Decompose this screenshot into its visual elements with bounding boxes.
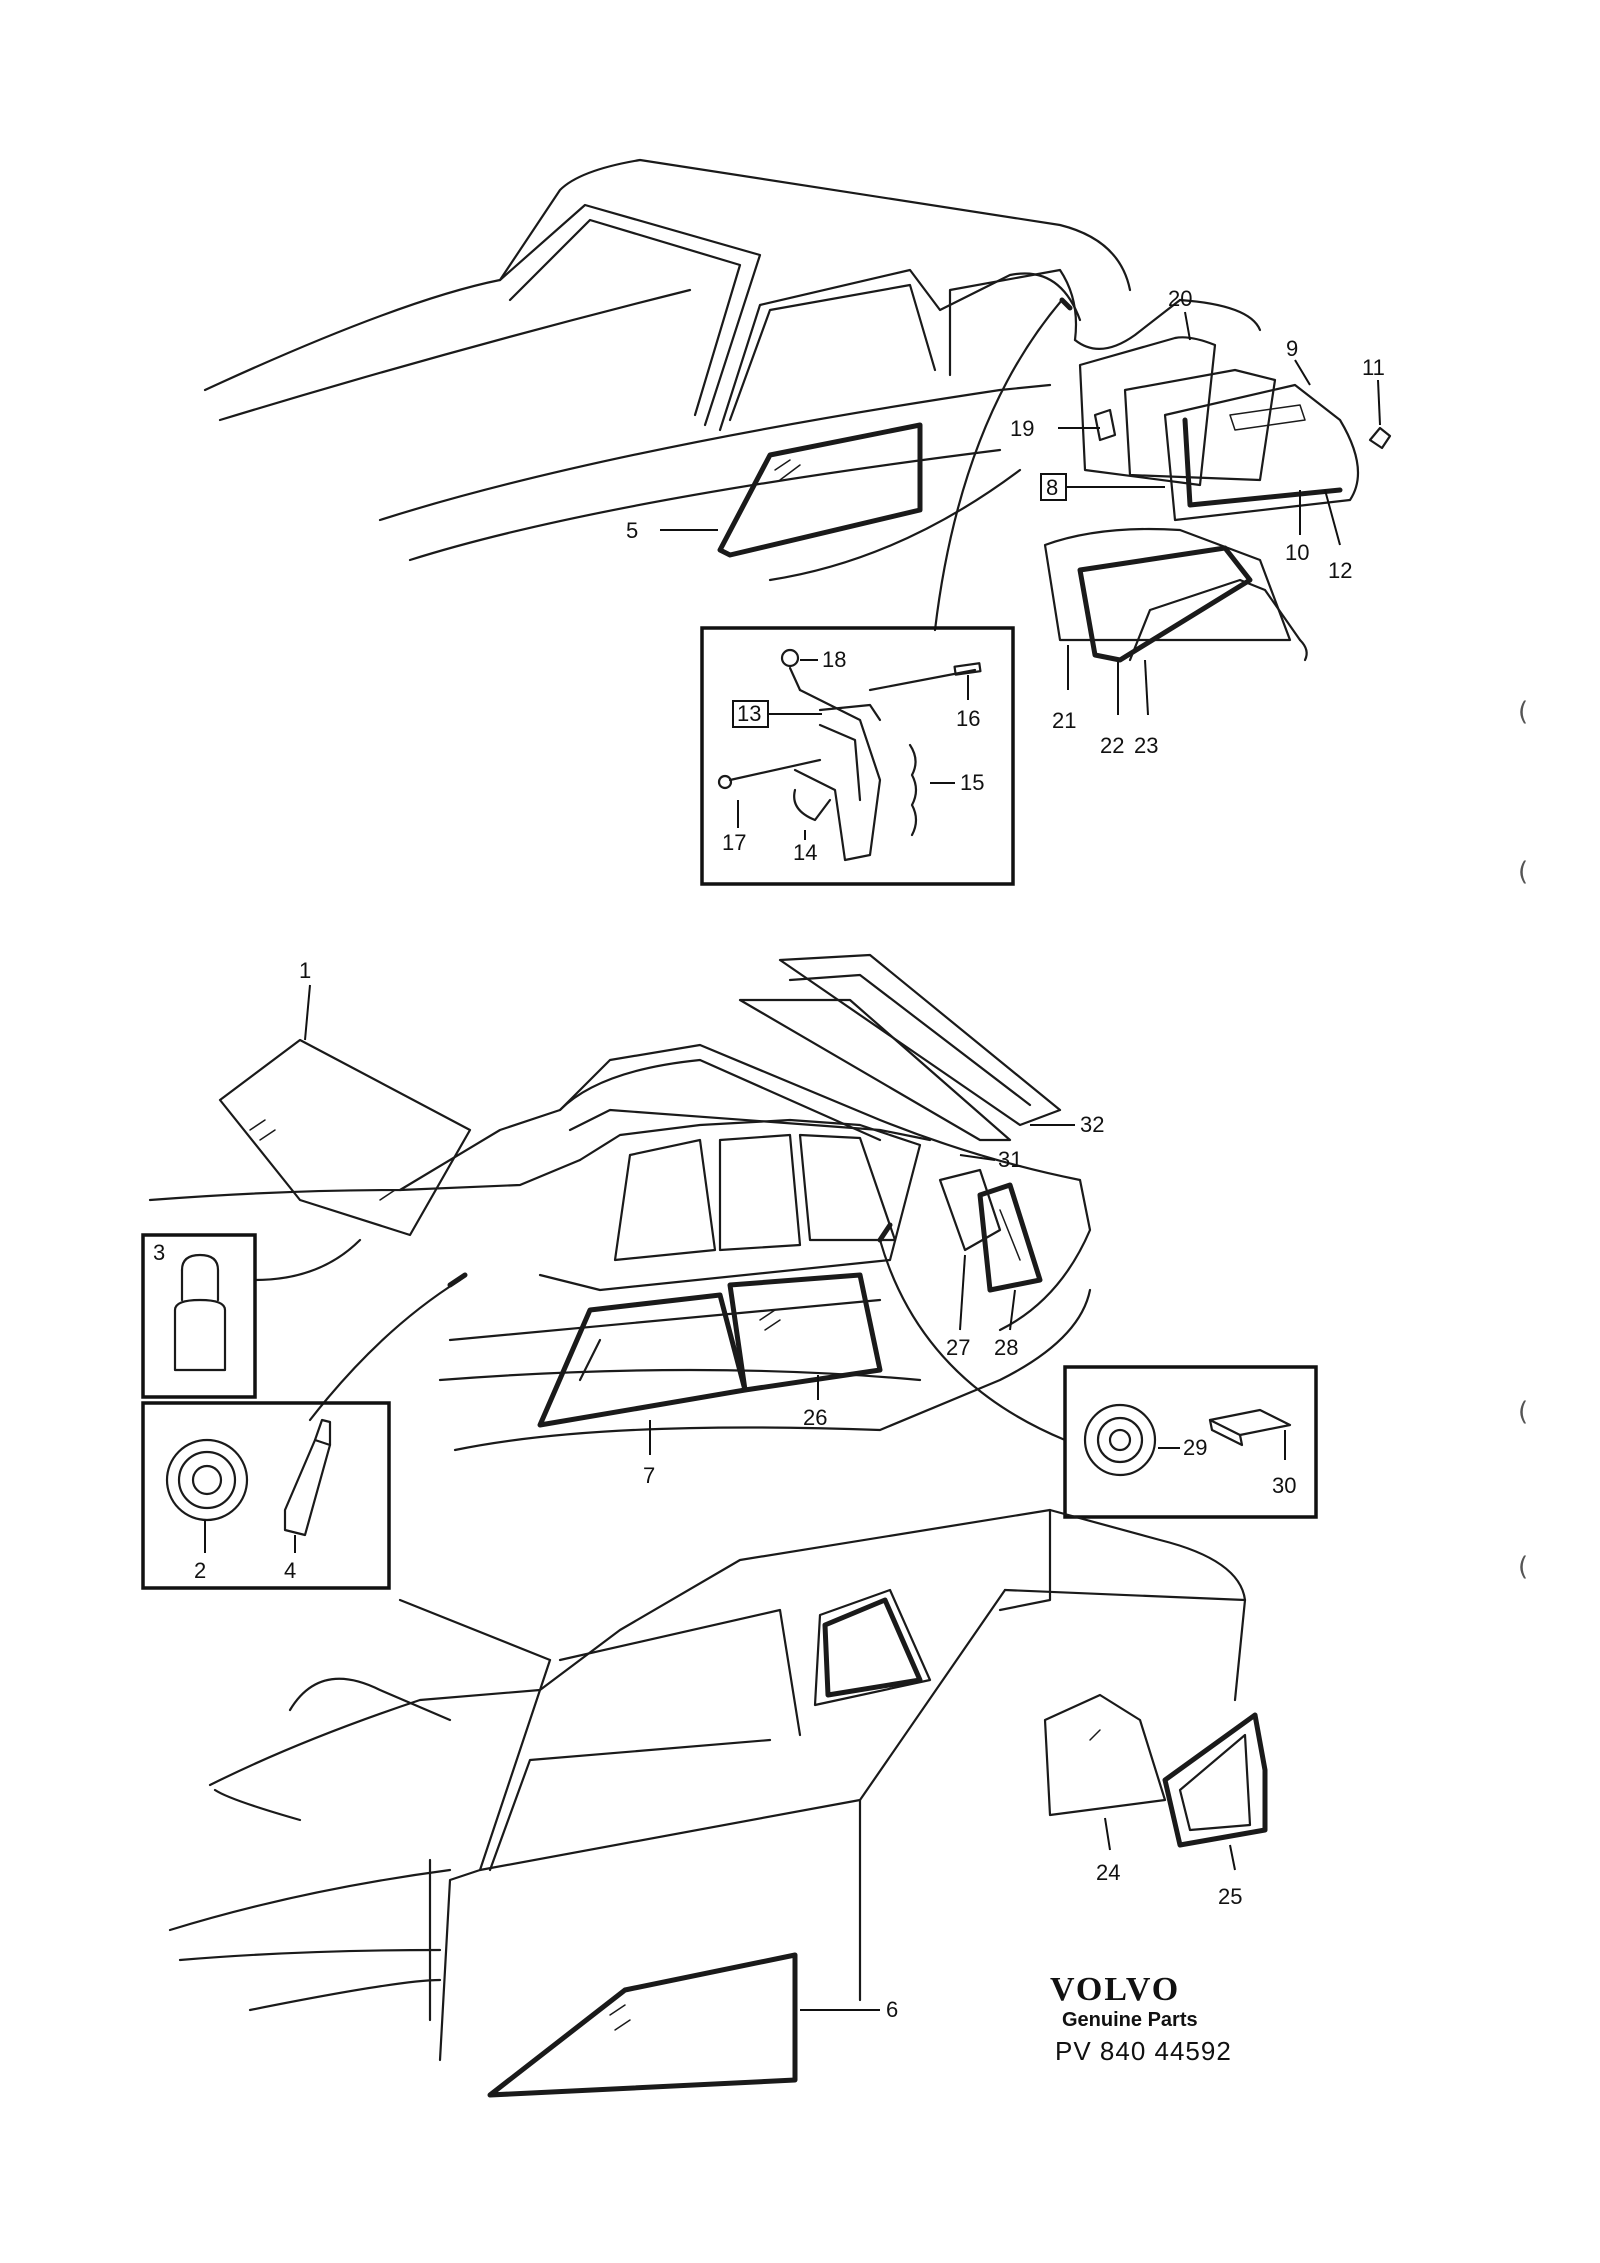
sedan-top-illustration xyxy=(203,158,1262,632)
callout-6: 6 xyxy=(800,1997,898,2022)
quarter-window-assembly-top xyxy=(1043,336,1392,663)
lock-mechanism-detail-box xyxy=(700,626,1015,886)
svg-text:18: 18 xyxy=(822,647,846,672)
callout-16: 16 xyxy=(956,675,980,731)
callout-2: 2 xyxy=(194,1520,206,1583)
callout-24: 24 xyxy=(1096,1817,1120,1885)
svg-text:4: 4 xyxy=(284,1558,296,1583)
callout-12: 12 xyxy=(1324,489,1352,583)
callout-23: 23 xyxy=(1134,659,1158,758)
svg-text:3: 3 xyxy=(153,1240,165,1265)
callout-4: 4 xyxy=(284,1535,296,1583)
callout-19: 19 xyxy=(1010,416,1100,441)
svg-text:1: 1 xyxy=(299,958,311,983)
callout-18: 18 xyxy=(800,647,846,672)
svg-text:22: 22 xyxy=(1100,733,1124,758)
svg-text:14: 14 xyxy=(793,840,817,865)
callout-10: 10 xyxy=(1285,490,1309,565)
primer-bottle-box xyxy=(141,1233,257,1399)
brand-logo: VOLVO xyxy=(1050,1971,1180,2008)
reference-number: PV 840 44592 xyxy=(1055,2036,1232,2066)
callout-1: 1 xyxy=(299,958,311,1041)
svg-text:8: 8 xyxy=(1046,475,1058,500)
svg-text:20: 20 xyxy=(1168,286,1192,311)
svg-text:12: 12 xyxy=(1328,558,1352,583)
brand-block: VOLVO Genuine Parts PV 840 44592 xyxy=(1050,1971,1232,2066)
callout-27: 27 xyxy=(946,1254,970,1360)
svg-text:10: 10 xyxy=(1285,540,1309,565)
callout-15: 15 xyxy=(930,770,984,795)
callout-7: 7 xyxy=(643,1420,655,1488)
svg-text:25: 25 xyxy=(1218,1884,1242,1909)
svg-text:29: 29 xyxy=(1183,1435,1207,1460)
svg-text:32: 32 xyxy=(1080,1112,1104,1137)
svg-text:6: 6 xyxy=(886,1997,898,2022)
coupe-bottom-illustration xyxy=(168,1508,1268,2098)
svg-text:26: 26 xyxy=(803,1405,827,1430)
svg-text:13: 13 xyxy=(737,701,761,726)
callout-3: 3 xyxy=(153,1240,165,1265)
callout-32: 32 xyxy=(1030,1112,1104,1137)
callout-21: 21 xyxy=(1052,645,1076,733)
estate-middle-illustration xyxy=(148,953,1092,1452)
margin-mark: ( xyxy=(1518,1552,1528,1582)
callout-14: 14 xyxy=(793,830,817,865)
margin-mark: ( xyxy=(1518,697,1528,727)
margin-mark: ( xyxy=(1518,857,1528,887)
callout-28: 28 xyxy=(994,1289,1018,1360)
svg-text:11: 11 xyxy=(1362,355,1385,380)
callout-30: 30 xyxy=(1272,1430,1296,1498)
svg-text:28: 28 xyxy=(994,1335,1018,1360)
callout-11: 11 xyxy=(1362,355,1385,426)
callout-26: 26 xyxy=(803,1375,827,1430)
callout-8: 8 xyxy=(1040,473,1165,501)
callout-31: 31 xyxy=(959,1147,1022,1172)
svg-text:23: 23 xyxy=(1134,733,1158,758)
svg-text:9: 9 xyxy=(1286,336,1298,361)
callout-20: 20 xyxy=(1168,286,1192,341)
svg-text:30: 30 xyxy=(1272,1473,1296,1498)
svg-text:31: 31 xyxy=(998,1147,1022,1172)
brand-tagline: Genuine Parts xyxy=(1062,2009,1198,2031)
svg-text:5: 5 xyxy=(626,518,638,543)
svg-text:7: 7 xyxy=(643,1463,655,1488)
svg-text:27: 27 xyxy=(946,1335,970,1360)
callout-29: 29 xyxy=(1158,1435,1207,1460)
margin-mark: ( xyxy=(1518,1397,1528,1427)
sealing-strip-box xyxy=(1063,1365,1318,1519)
svg-text:15: 15 xyxy=(960,770,984,795)
svg-text:24: 24 xyxy=(1096,1860,1120,1885)
callout-25: 25 xyxy=(1218,1844,1242,1909)
callout-5: 5 xyxy=(626,518,718,543)
callout-22: 22 xyxy=(1100,662,1124,758)
svg-text:2: 2 xyxy=(194,1558,206,1583)
svg-text:17: 17 xyxy=(722,830,746,855)
svg-text:19: 19 xyxy=(1010,416,1034,441)
svg-text:21: 21 xyxy=(1052,708,1076,733)
tape-and-adhesive-box xyxy=(141,1401,391,1590)
callout-17: 17 xyxy=(722,800,746,855)
callout-9: 9 xyxy=(1286,336,1311,386)
svg-text:16: 16 xyxy=(956,706,980,731)
callout-13: 13 xyxy=(732,700,822,728)
